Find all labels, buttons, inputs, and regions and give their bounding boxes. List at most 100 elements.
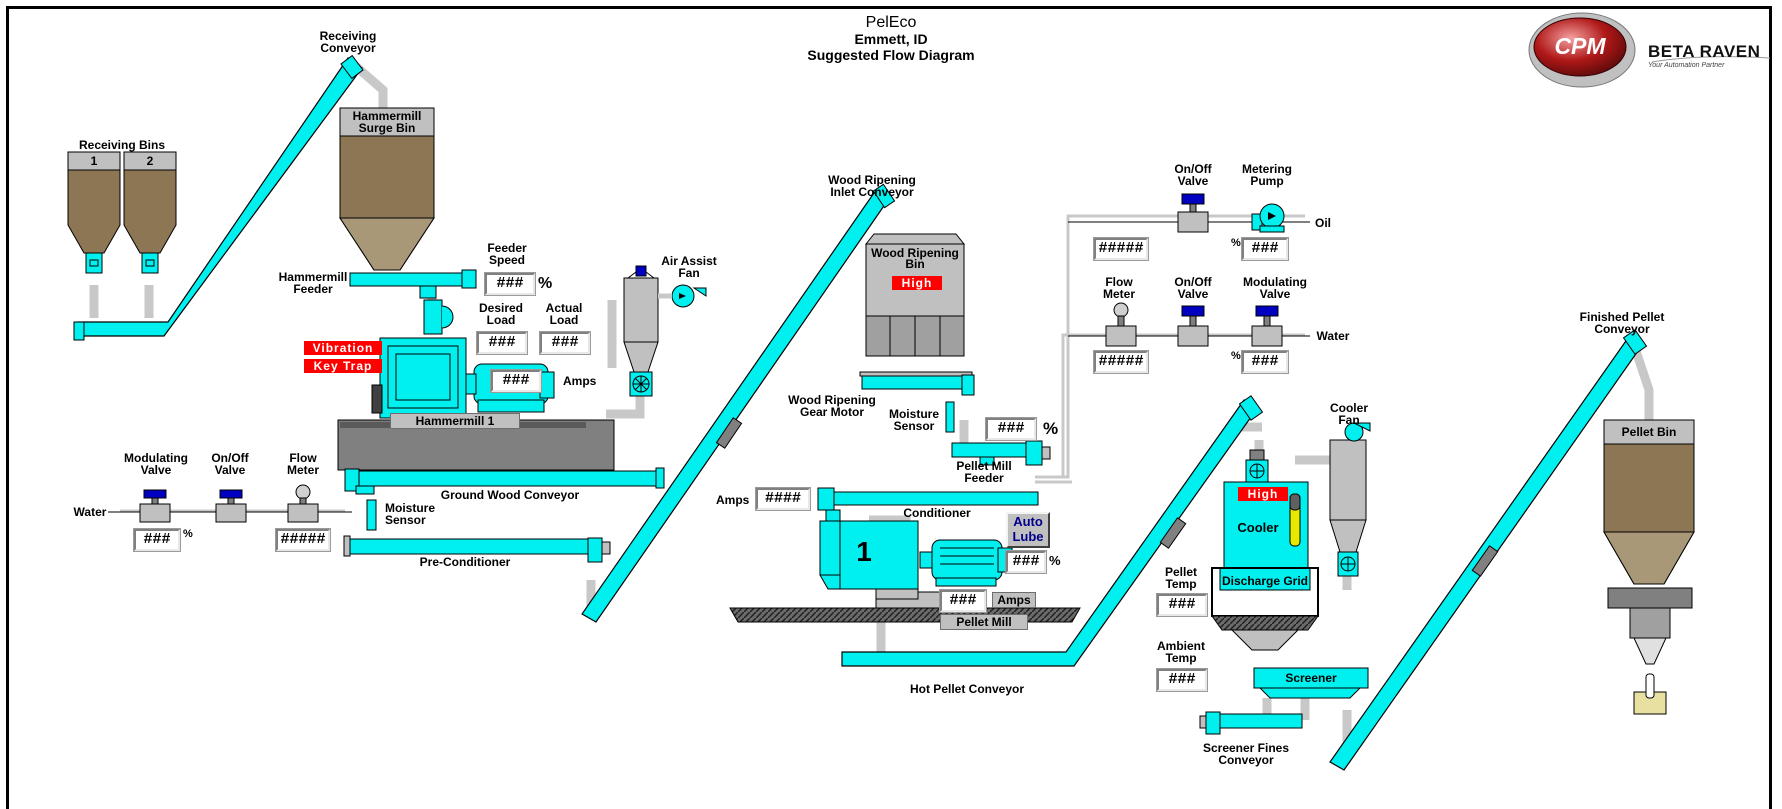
pellet-mill-feeder-readout: ### (985, 417, 1037, 441)
pellet-mill-feeder (951, 440, 1051, 466)
screener-fines-conveyor (1199, 711, 1303, 735)
finished-pellet-conveyor (1329, 329, 1648, 771)
label-oil: Oil (1314, 216, 1332, 230)
wood-ripening-inlet-conveyor (581, 183, 896, 623)
moisture-sensor-left (366, 499, 377, 531)
bin-2-label: 2 (146, 154, 154, 168)
beta-raven-logo: BETA RAVEN (1648, 42, 1761, 61)
bin-1-label: 1 (90, 154, 98, 168)
label-conditioner: Conditioner (903, 506, 971, 520)
receiving-conveyor (73, 54, 364, 341)
title-line2: Emmett, ID (854, 31, 928, 47)
pre-conditioner (343, 535, 611, 563)
water-line-left (108, 484, 352, 523)
air-assist-cyclone (623, 265, 707, 397)
pellet-mill (729, 520, 1081, 623)
cooler (1211, 449, 1319, 651)
title-line1: PelEco (865, 14, 917, 31)
ambient-temp-readout: ### (1156, 668, 1208, 692)
label-hot-pellet-conveyor: Hot Pellet Conveyor (909, 682, 1025, 696)
vibration-alarm: Vibration (304, 341, 382, 355)
water-line-right (1068, 302, 1310, 347)
label-amps-conditioner: Amps (716, 493, 750, 507)
label-screener: Screener (1285, 671, 1337, 685)
actual-load-readout: ### (539, 331, 591, 355)
desired-load-readout: ### (476, 331, 528, 355)
pellet-mill-feeder-unit: % (1043, 419, 1059, 438)
conditioner-amps-readout: #### (755, 487, 811, 511)
water-valve-unit: % (1231, 350, 1241, 362)
pellet-pct-unit: % (1049, 553, 1061, 568)
label-hammermill-amps: Amps (563, 374, 597, 388)
pellet-mill-number: 1 (856, 536, 872, 567)
mod-valve-left-unit: % (183, 528, 193, 540)
label-water-left: Water (73, 505, 107, 519)
water-valve-readout: ### (1241, 350, 1289, 374)
hot-pellet-conveyor (841, 395, 1264, 667)
label-ground-wood-conveyor: Ground Wood Conveyor (440, 488, 580, 502)
wood-ripening-bin (859, 233, 975, 396)
cpm-logo-mark (1528, 12, 1771, 88)
mod-valve-left-readout: ### (133, 528, 181, 552)
oil-pump-unit: % (1231, 237, 1241, 249)
label-pellet-bin: Pellet Bin (1621, 425, 1677, 439)
water-flow-readout: ##### (1093, 350, 1149, 374)
oil-flow-readout: ##### (1093, 237, 1149, 261)
title-line3: Suggested Flow Diagram (807, 47, 975, 63)
receiving-bin-2 (123, 151, 177, 274)
label-amps-pellet: Amps (992, 592, 1036, 608)
logo-tagline: Your Automation Partner (1648, 62, 1725, 69)
oil-pump-readout: ### (1241, 237, 1289, 261)
feeder-speed-unit: % (538, 275, 553, 292)
pellet-amps-readout: ### (939, 589, 987, 613)
wood-bin-high-alarm: High (892, 276, 942, 290)
label-receiving-bins: Receiving Bins (78, 138, 166, 152)
cooler-cyclone (1329, 422, 1371, 577)
label-water-right: Water (1316, 329, 1350, 343)
pellet-temp-readout: ### (1156, 593, 1208, 617)
hammermill-1-label: Hammermill 1 (390, 413, 520, 429)
hammermill-feeder (349, 269, 477, 335)
screen-frame (6, 6, 1772, 809)
label-discharge-grid: Discharge Grid (1221, 574, 1309, 588)
cpm-logo-text: CPM (1554, 33, 1606, 59)
key-trap-alarm: Key Trap (304, 359, 382, 373)
screener (1253, 667, 1369, 699)
hammermill-1 (337, 337, 615, 471)
label-pre-conditioner: Pre-Conditioner (419, 555, 511, 569)
feeder-speed-readout: ### (484, 272, 536, 296)
moisture-sensor-mid (945, 401, 955, 433)
pellet-bin (1603, 419, 1695, 715)
oil-line (1068, 193, 1310, 233)
label-cooler: Cooler (1237, 520, 1279, 535)
receiving-bin-1 (67, 151, 121, 274)
hammermill-surge-bin (339, 107, 435, 271)
hammermill-amps-readout: ### (490, 369, 542, 393)
flow-meter-left-readout: ##### (275, 528, 331, 552)
